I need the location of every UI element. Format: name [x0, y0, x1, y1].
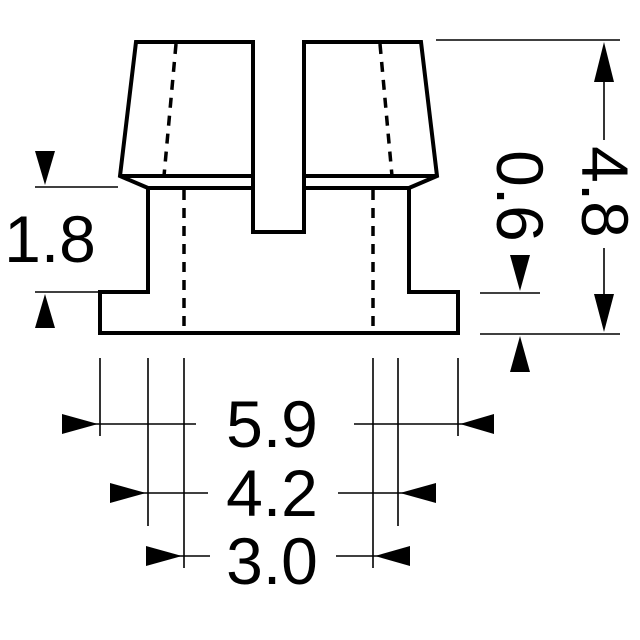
- arrow-5-9-right: [460, 414, 494, 434]
- dim-label-flange-thickness: 0.6: [483, 150, 557, 242]
- arrow-0-6-top: [510, 255, 530, 291]
- hidden-line-cap-left: [162, 43, 178, 177]
- hidden-line-cap-right: [378, 43, 394, 177]
- arrow-3-0-right: [375, 546, 410, 566]
- dim-label-width-flange: 5.9: [226, 387, 318, 461]
- arrow-1-8-bottom: [35, 294, 55, 328]
- arrow-1-8-top: [35, 151, 55, 185]
- arrow-3-0-left: [146, 546, 182, 566]
- arrow-0-6-bottom: [510, 336, 530, 372]
- arrow-4-8-bottom: [594, 294, 614, 332]
- arrow-4-8-top: [594, 42, 614, 82]
- part-outline: [98, 40, 460, 335]
- arrow-4-2-left: [110, 483, 146, 503]
- dim-label-width-bore: 3.0: [226, 524, 318, 598]
- arrow-5-9-left: [62, 414, 98, 434]
- dim-label-height-total: 4.8: [568, 146, 640, 238]
- dim-label-body-height: 1.8: [4, 202, 96, 276]
- arrow-4-2-right: [400, 483, 436, 503]
- dim-label-width-body: 4.2: [226, 456, 318, 530]
